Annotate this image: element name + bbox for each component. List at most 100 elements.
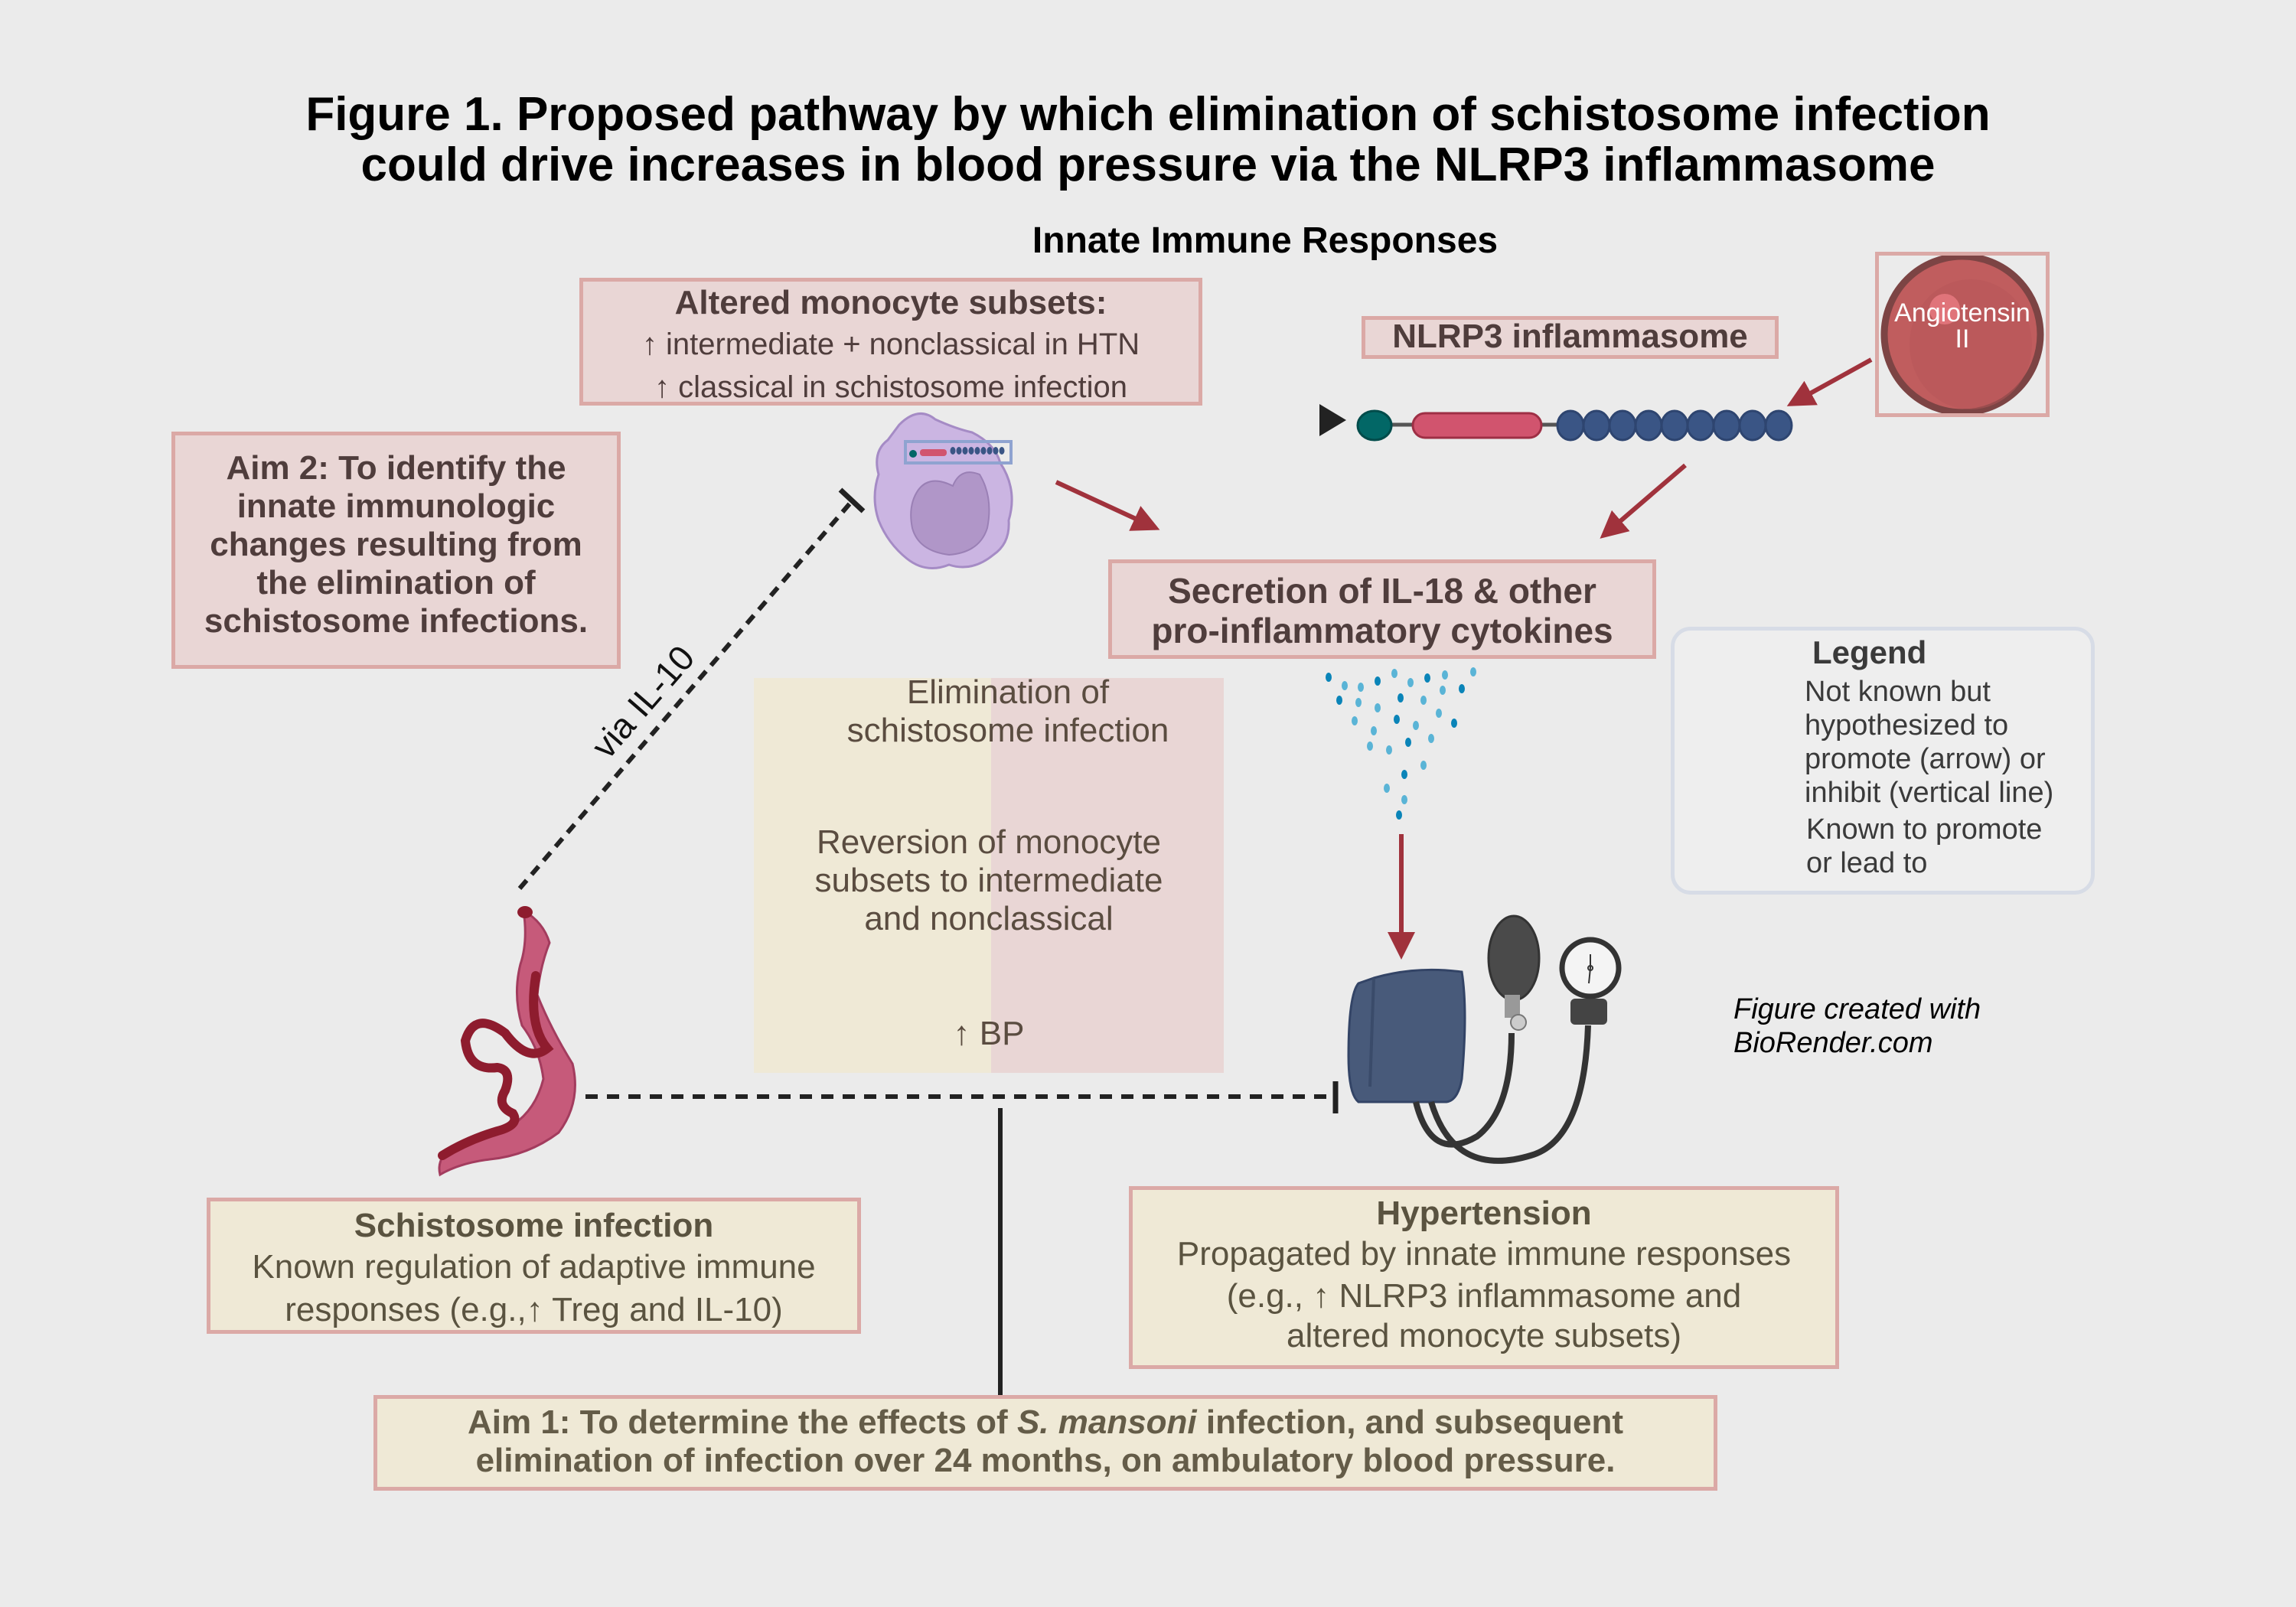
monocyte-box-line2: ↑ classical in schistosome infection <box>654 370 1128 404</box>
cytokine-particle <box>1371 726 1377 735</box>
mini-inflammasome-bead <box>987 447 993 455</box>
mini-inflammasome-bead <box>974 447 980 455</box>
schisto-box-line2: responses (e.g.,↑ Treg and IL-10) <box>285 1291 783 1328</box>
monocyte-to-secretion-arrow <box>1055 480 1160 531</box>
cytokine-particle <box>1397 693 1404 702</box>
cytokine-particle <box>1407 678 1414 687</box>
inflammasome-bead <box>1660 409 1689 442</box>
cytokine-particle <box>1401 795 1407 804</box>
figure-title-line1: Figure 1. Proposed pathway by which elim… <box>305 88 1991 141</box>
aim1-text-pre: Aim 1: To determine the effects of <box>467 1403 1017 1441</box>
mini-inflammasome-bead <box>962 447 968 455</box>
biorender-credit: Figure created with BioRender.com <box>1733 993 1981 1060</box>
credit-line1: Figure created with <box>1733 993 1981 1025</box>
angiotensin-ii-icon <box>1880 253 2044 416</box>
angiotensin-box: Angiotensin II <box>1875 252 2050 417</box>
cytokine-particle <box>1405 738 1411 747</box>
schistosome-worm-icon <box>438 906 576 1177</box>
legend-hypothesized-text: Not known but hypothesized to promote (a… <box>1805 675 2053 810</box>
cytokine-particle <box>1413 721 1419 730</box>
htn-box-line2: (e.g., ↑ NLRP3 inflammasome and <box>1226 1277 1742 1315</box>
angiotensin-label-line2: II <box>1955 324 1970 354</box>
elimination-line2: schistosome infection <box>846 712 1169 749</box>
cytokine-particle <box>1451 719 1457 728</box>
inflammasome-bead <box>1686 409 1715 442</box>
cytokine-particle <box>1367 742 1373 751</box>
reversion-line2: subsets to intermediate <box>814 862 1163 899</box>
monocyte-box-line1: ↑ intermediate + nonclassical in HTN <box>641 328 1140 361</box>
aim2-line: Aim 2: To identify the <box>226 449 566 487</box>
via-il10-inhibit-line <box>517 500 854 890</box>
blood-pressure-cuff-icon <box>1347 914 1622 1164</box>
legend-hypothesized-line: promote (arrow) or <box>1805 743 2046 775</box>
monocyte-subsets-box: Altered monocyte subsets: ↑ intermediate… <box>579 278 1202 406</box>
cytokine-particle <box>1336 696 1342 705</box>
monocyte-box-heading: Altered monocyte subsets: <box>674 284 1107 321</box>
legend-hypothesized-line: Not known but <box>1805 676 1991 708</box>
cytokine-particle <box>1401 770 1407 779</box>
cytokine-particle <box>1358 683 1364 692</box>
legend-known-text: Known to promote or lead to <box>1806 813 2042 880</box>
inflammasome-bead <box>1712 409 1741 442</box>
cytokine-particle <box>1386 745 1392 755</box>
cytokine-particle <box>1420 761 1427 770</box>
nlrp3-inflammasome-icon <box>1356 409 1793 442</box>
mini-inflammasome-bead <box>999 447 1005 455</box>
angiotensin-label-line1: Angiotensin <box>1894 298 2030 328</box>
cytokine-particle <box>1442 670 1448 680</box>
center-flow: Elimination of schistosome infection Rev… <box>754 673 1224 1053</box>
cytokine-particle <box>1355 698 1362 707</box>
monocyte-cell-icon <box>873 412 1013 569</box>
cytokine-particle <box>1470 667 1476 676</box>
cytokine-particle <box>1384 784 1390 793</box>
reversion-line3: and nonclassical <box>864 900 1114 937</box>
aim2-box: Aim 2: To identify the innate immunologi… <box>171 432 621 669</box>
htn-box-line1: Propagated by innate immune responses <box>1176 1235 1792 1273</box>
nlrp3-to-secretion-arrow <box>1600 463 1687 539</box>
cytokine-particle <box>1342 681 1348 690</box>
schistosome-infection-box: Schistosome infection Known regulation o… <box>207 1198 861 1334</box>
via-il10-inhibit-bar <box>838 487 866 513</box>
aim1-line2: elimination of infection over 24 months,… <box>475 1442 1616 1479</box>
mini-inflammasome-bead <box>968 447 974 455</box>
reversion-line1: Reversion of monocyte <box>817 823 1161 861</box>
secretion-box: Secretion of IL-18 & other pro-inflammat… <box>1108 559 1656 659</box>
cytokine-particle <box>1459 684 1465 693</box>
angiotensin-to-nlrp3-arrow <box>1786 357 1873 406</box>
elimination-line1: Elimination of <box>906 673 1110 711</box>
nlrp3-label: NLRP3 inflammasome <box>1362 316 1779 359</box>
mini-inflammasome-bead <box>980 447 987 455</box>
legend-box: Legend Not known but hypothesized to pro… <box>1671 627 2095 895</box>
figure-title-line2: could drive increases in blood pressure … <box>360 139 1936 191</box>
hypertension-box: Hypertension Propagated by innate immune… <box>1129 1186 1839 1369</box>
cytokine-particles-icon <box>1326 667 1476 820</box>
legend-known-line: Known to promote <box>1806 813 2043 846</box>
aim2-line: the elimination of <box>256 564 536 601</box>
inflammasome-bead <box>1764 409 1793 442</box>
cytokine-particle <box>1424 673 1430 683</box>
schisto-box-heading: Schistosome infection <box>354 1207 714 1244</box>
mini-inflammasome-bead <box>993 447 999 455</box>
cytokine-particle <box>1420 696 1427 705</box>
bp-increase-label: ↑ BP <box>953 1015 1025 1052</box>
mini-inflammasome-bead <box>950 447 956 455</box>
cytokine-particle <box>1391 669 1397 678</box>
aim2-line: innate immunologic <box>236 487 556 525</box>
cytokine-particle <box>1375 676 1381 686</box>
aim1-box: Aim 1: To determine the effects of S. ma… <box>373 1395 1717 1491</box>
credit-line2: BioRender.com <box>1733 1027 1933 1059</box>
aim1-line1: Aim 1: To determine the effects of S. ma… <box>377 1403 1714 1442</box>
inflammasome-bead <box>1738 409 1767 442</box>
secretion-line2: pro-inflammatory cytokines <box>1151 611 1613 650</box>
cytokine-particle <box>1394 715 1400 724</box>
cytokine-particle <box>1440 686 1446 695</box>
inflammasome-bead <box>1582 409 1611 442</box>
inflammasome-bead <box>1556 409 1585 442</box>
secretion-line1: Secretion of IL-18 & other <box>1168 571 1596 611</box>
cytokine-particle <box>1396 810 1402 820</box>
mini-inflammasome-bead <box>956 447 962 455</box>
legend-known-line: or lead to <box>1806 847 1928 879</box>
legend-hypothesized-line: inhibit (vertical line) <box>1805 777 2054 809</box>
cytokine-particle <box>1375 703 1381 712</box>
section-heading: Innate Immune Responses <box>1032 220 1499 261</box>
